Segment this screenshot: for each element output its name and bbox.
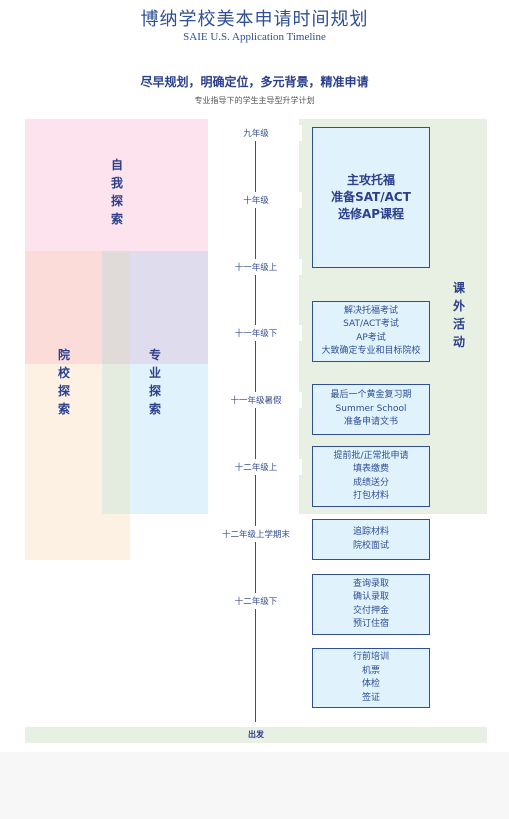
box-line: 大致确定专业和目标院校 — [321, 346, 421, 356]
box-line: 签证 — [361, 692, 380, 703]
label-activities: 课外活动 — [452, 281, 465, 349]
stage-label: 十二年级上 — [210, 459, 302, 475]
stage-box: 查询录取 确认录取 交付押金 预订住宿 — [312, 574, 430, 635]
stage-label: 十一年级下 — [210, 325, 302, 341]
bottom-band — [0, 752, 509, 819]
page-title: 博纳学校美本申请时间规划 — [140, 9, 369, 30]
slogan-subtitle: 专业指导下的学生主导型升学计划 — [194, 96, 315, 105]
stage-label: 十年级 — [210, 192, 302, 208]
timeline-axis — [255, 140, 256, 722]
box-line: 选修AP课程 — [337, 207, 405, 221]
stage-box: 行前培训 机票 体检 签证 — [312, 648, 430, 708]
box-line: 主攻托福 — [346, 173, 395, 187]
box-line: 行前培训 — [352, 652, 389, 662]
stage-label: 九年级 — [210, 125, 302, 141]
stage-box: 解决托福考试 SAT/ACT考试 AP考试 大致确定专业和目标院校 — [312, 301, 430, 362]
box-line: 追踪材料 — [352, 527, 389, 537]
box-line: 机票 — [361, 665, 380, 676]
region-overlap-all — [102, 251, 130, 364]
box-line: 准备SAT/ACT — [331, 190, 411, 204]
region-self-explore — [25, 119, 208, 251]
box-line: 准备申请文书 — [343, 417, 398, 428]
stage-label: 十一年级暑假 — [210, 392, 302, 408]
page-subtitle: SAIE U.S. Application Timeline — [183, 31, 326, 43]
box-line: Summer School — [335, 403, 407, 414]
box-line: 成绩送分 — [352, 477, 389, 488]
box-line: 确认录取 — [352, 592, 389, 602]
box-line: 提前批/正常批申请 — [333, 450, 409, 461]
box-line: SAT/ACT考试 — [343, 319, 399, 329]
stage-box: 最后一个黄金复习期 Summer School 准备申请文书 — [312, 384, 430, 435]
label-school-explore: 院校探索 — [57, 348, 70, 416]
stage-label: 十二年级下 — [210, 593, 302, 609]
label-major-explore: 专业探索 — [148, 348, 161, 416]
box-line: AP考试 — [356, 332, 386, 343]
label-self-explore: 自我探索 — [110, 158, 123, 226]
stage-box: 主攻托福 准备SAT/ACT 选修AP课程 — [312, 127, 430, 268]
box-line: 填表缴费 — [352, 464, 389, 474]
depart-label: 出发 — [248, 730, 264, 739]
region-overlap-school-major — [102, 364, 130, 514]
box-line: 院校面试 — [352, 540, 389, 551]
box-line: 交付押金 — [352, 605, 389, 616]
box-line: 体检 — [361, 679, 380, 689]
box-line: 解决托福考试 — [343, 305, 398, 316]
slogan: 尽早规划，明确定位，多元背景，精准申请 — [140, 75, 369, 89]
stage-label: 十二年级上学期末 — [210, 526, 302, 542]
depart-bar: 出发 — [25, 727, 487, 743]
stage-box: 追踪材料 院校面试 — [312, 519, 430, 560]
box-line: 打包材料 — [352, 491, 389, 501]
box-line: 最后一个黄金复习期 — [330, 390, 412, 401]
stage-box: 提前批/正常批申请 填表缴费 成绩送分 打包材料 — [312, 446, 430, 507]
box-line: 查询录取 — [352, 578, 389, 589]
stage-label: 十一年级上 — [210, 259, 302, 275]
box-line: 预订住宿 — [352, 619, 389, 629]
